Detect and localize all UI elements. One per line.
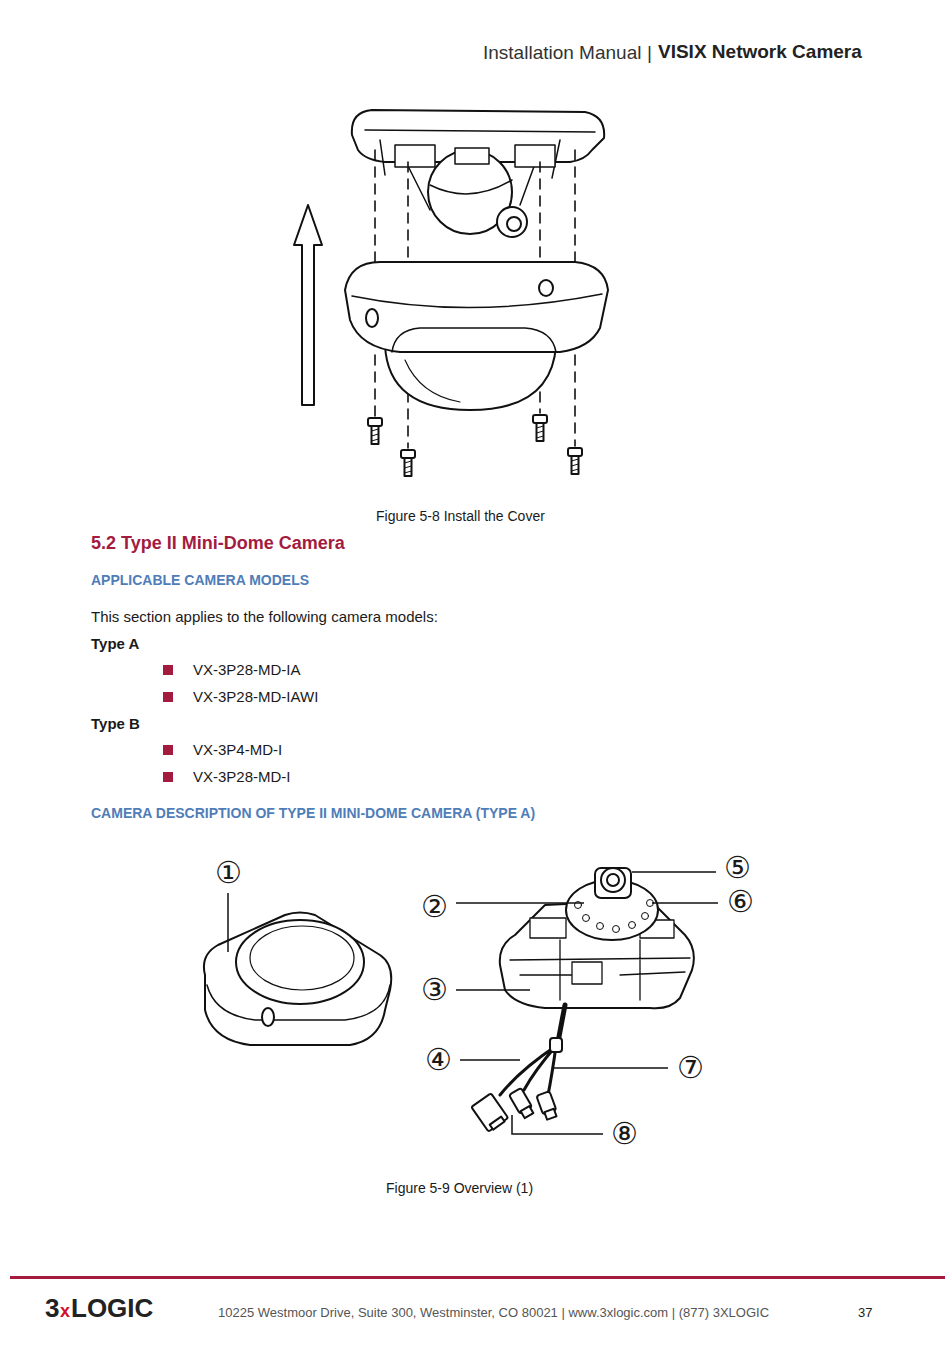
header-title: VISIX Network Camera bbox=[658, 41, 862, 64]
logo-text: 3 bbox=[45, 1293, 59, 1324]
dome-bubble-inner bbox=[250, 926, 354, 990]
leader-line bbox=[553, 1067, 668, 1069]
callout-number: ④ bbox=[425, 1042, 452, 1078]
logo-text: LOGIC bbox=[71, 1293, 153, 1324]
callout-number: ③ bbox=[421, 972, 448, 1008]
model-name: VX-3P4-MD-I bbox=[193, 741, 282, 759]
bullet bbox=[163, 692, 173, 702]
subheading: APPLICABLE CAMERA MODELS bbox=[91, 572, 309, 589]
figure-caption: Figure 5-8 Install the Cover bbox=[376, 508, 545, 525]
body-detail bbox=[510, 940, 690, 1000]
figure-caption: Figure 5-9 Overview (1) bbox=[386, 1180, 533, 1197]
screw bbox=[533, 415, 547, 441]
list-heading: Type A bbox=[91, 635, 139, 653]
lens bbox=[497, 207, 527, 237]
base-block bbox=[395, 145, 435, 167]
leader-line bbox=[227, 893, 229, 952]
callout-number: ② bbox=[421, 889, 448, 925]
lens bbox=[601, 868, 625, 892]
callout-number: ⑥ bbox=[727, 884, 754, 920]
dome-shine bbox=[405, 360, 460, 402]
leader-line bbox=[632, 871, 716, 873]
header-separator: | bbox=[647, 42, 652, 65]
cable-joint bbox=[550, 1038, 562, 1052]
screw-hole bbox=[539, 280, 553, 296]
rj45-plug bbox=[471, 1093, 508, 1132]
lens-barrel bbox=[595, 868, 631, 898]
leader-line bbox=[652, 902, 718, 904]
leader-line bbox=[512, 1115, 603, 1134]
dome bbox=[385, 345, 556, 410]
body-block bbox=[530, 918, 566, 938]
model-name: VX-3P28-MD-I bbox=[193, 768, 291, 786]
header-text: Installation Manual bbox=[483, 42, 641, 65]
model-name: VX-3P28-MD-IA bbox=[193, 661, 301, 679]
dome-cover bbox=[204, 913, 391, 1046]
body-block bbox=[572, 962, 602, 984]
ball-seam bbox=[430, 180, 512, 194]
bullet bbox=[163, 772, 173, 782]
power-plug bbox=[509, 1088, 535, 1119]
logo-text: x bbox=[60, 1301, 70, 1323]
model-name: VX-3P28-MD-IAWI bbox=[193, 688, 318, 706]
page-number: 37 bbox=[858, 1305, 872, 1321]
leader-line bbox=[460, 1059, 520, 1061]
bullet bbox=[163, 745, 173, 755]
footer-address: 10225 Westmoor Drive, Suite 300, Westmin… bbox=[218, 1305, 769, 1321]
cover-rim bbox=[352, 294, 602, 352]
callout-number: ⑧ bbox=[611, 1116, 638, 1152]
screw bbox=[401, 450, 415, 476]
body-text: This section applies to the following ca… bbox=[91, 608, 438, 626]
dome-bubble bbox=[236, 920, 364, 1004]
callout-number: ① bbox=[215, 855, 242, 891]
footer-rule bbox=[10, 1276, 945, 1279]
screw bbox=[568, 448, 582, 474]
bullet bbox=[163, 665, 173, 675]
screw bbox=[368, 418, 382, 444]
subheading: CAMERA DESCRIPTION OF TYPE II MINI-DOME … bbox=[91, 805, 535, 822]
cable bbox=[500, 1046, 556, 1095]
ir-led bbox=[575, 900, 654, 933]
direction-arrow bbox=[294, 205, 322, 405]
cable bbox=[558, 1005, 565, 1042]
callout-number: ⑦ bbox=[677, 1050, 704, 1086]
screw-hole bbox=[366, 309, 378, 327]
cover bbox=[345, 262, 608, 352]
list-heading: Type B bbox=[91, 715, 140, 733]
screw-hole bbox=[262, 1008, 274, 1026]
audio-plug bbox=[536, 1091, 558, 1120]
leader-line bbox=[456, 989, 530, 991]
section-heading: 5.2 Type II Mini-Dome Camera bbox=[91, 533, 345, 555]
lens-inner bbox=[507, 217, 521, 231]
leader-line bbox=[456, 902, 584, 904]
ball-bracket bbox=[455, 148, 489, 164]
callout-number: ⑤ bbox=[724, 850, 751, 886]
base-block bbox=[515, 145, 555, 167]
lens-inner bbox=[607, 874, 619, 886]
